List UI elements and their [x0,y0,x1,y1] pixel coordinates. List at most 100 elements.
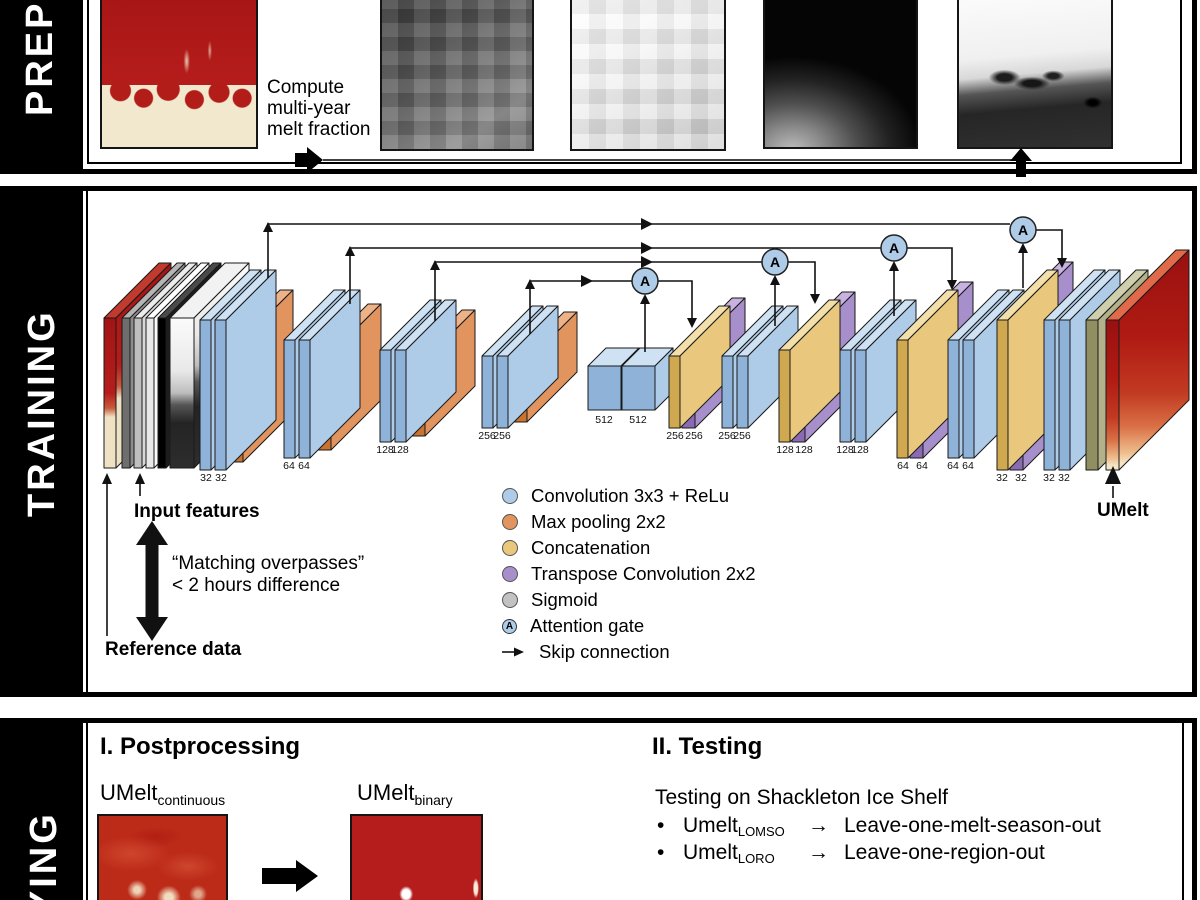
arrowhead-down [1057,258,1067,268]
preprocessing-sidebar: PREPROCESSING [0,0,83,169]
layer-slab-face [587,365,622,411]
layer-size-label: 256 [493,430,511,442]
testing-bullet-lomso: • UmeltLOMSO → Leave-one-melt-season-out [657,814,1200,840]
umelt-binary-image [350,814,483,900]
layer-size-label: 64 [962,460,974,472]
umelt-binary-label: UMeltbinary [357,780,453,808]
legend-item-sigmoid: Sigmoid [502,589,598,611]
layer-size-label: 128 [776,444,794,456]
attention-gate-letter: A [889,240,899,256]
layer-slab-face [379,349,392,443]
layer-slab-face [947,339,960,459]
layer-size-label: 128 [376,444,394,456]
testing-bullet-loro: • UmeltLORO → Leave-one-region-out [657,841,1200,867]
postprocessing-title: I. Postprocessing [100,733,301,760]
layer-size-label: 64 [916,460,928,472]
attention-gate-icon [1009,216,1037,244]
arrowhead-up [1105,466,1121,484]
attention-gate-icon [631,267,659,295]
convolution-swatch-icon [502,488,518,504]
layer-size-label: 256 [478,430,496,442]
legend-item-attention-gate: A Attention gate [502,615,644,637]
layer-size-label: 256 [685,430,703,442]
umelt-continuous-label: UMeltcontinuous [100,780,226,808]
arrowhead-up [889,261,899,271]
arrowhead-up [525,279,535,289]
arrow-right-icon: → [808,814,829,837]
feature-image-light-mosaic [570,0,726,151]
layer-size-label: 64 [897,460,909,472]
layer-slab-face [621,365,656,411]
arrowhead-down [810,294,820,304]
layer-slab-face [481,355,494,429]
matching-overpasses-double-arrow [136,521,168,641]
skip-connection-arrow-icon [502,647,524,657]
layer-size-label: 32 [996,472,1008,484]
layer-slab-face [133,317,143,469]
layer-slab-face [854,349,867,443]
layer-size-label: 128 [836,444,854,456]
attention-gate-letter: A [770,254,780,270]
layer-size-label: 256 [718,430,736,442]
layer-slab-face [103,317,117,469]
preprocessing-sidebar-label: PREPROCESSING [19,0,61,116]
layer-slab-face [214,319,227,471]
legend-item-transpose-convolution: Transpose Convolution 2x2 [502,563,756,585]
attention-gate-letter: A [640,273,650,289]
attention-output-line-4 [658,280,693,324]
arrowhead-up [345,246,355,256]
arrow-right-icon: → [808,841,829,864]
layer-slab-face [283,339,296,459]
sigmoid-swatch-icon [502,592,518,608]
umelt-output-label: UMelt [1097,500,1149,521]
layer-slab-face [736,355,749,429]
layer-size-label: 32 [200,472,212,484]
arrowhead-down [947,280,957,290]
layer-slab-face [145,317,155,469]
right-arrow-icon [295,147,323,173]
layer-slab-face [996,319,1009,471]
layer-slab-face [169,317,195,469]
arrowhead-right [641,218,653,230]
testing-intro: Testing on Shackleton Ice Shelf [655,786,949,809]
attention-gates: A A A A [631,216,1037,295]
layer-slab-face [839,349,852,443]
attention-output-line-1 [1036,229,1063,264]
attention-gate-swatch-icon: A [502,618,517,634]
feature-image-dark-mosaic [380,0,534,151]
feature-image-smooth-dark [763,0,918,149]
layer-size-label: 512 [595,414,613,426]
layer-slab-face [394,349,407,443]
compute-melt-fraction-caption: Compute multi-year melt fraction [267,77,371,140]
preprocessing-flow-arrows [295,147,1032,177]
layer-slab-face [1105,319,1120,471]
attention-gate-letter: A [1018,222,1028,238]
layer-slab-face [121,317,131,469]
layer-size-label: 256 [733,430,751,442]
arrowhead-right [581,275,593,287]
arrowhead-up [263,222,273,232]
arrowhead-up [640,294,650,304]
arrowhead-down [687,318,697,328]
layer-size-label: 64 [947,460,959,472]
layer-size-label: 128 [851,444,869,456]
lomso-description: Leave-one-melt-season-out [844,814,1101,837]
layer-slab-face [157,317,167,469]
arrowhead-up [770,275,780,285]
attention-gate-icon [761,248,789,276]
umelt-lomso-label: UmeltLOMSO [683,814,785,839]
layer-slab-face [896,339,909,459]
max-pooling-swatch-icon [502,514,518,530]
legend-item-skip-connection: Skip connection [502,641,670,663]
training-content-border [86,191,88,692]
testing-title: II. Testing [652,733,763,760]
layer-slab-face [778,349,791,443]
layer-slab-face [668,355,681,429]
applying-sidebar: APPLYING [0,718,83,900]
melt-classification-image [100,0,258,149]
umelt-loro-label: UmeltLORO [683,841,775,866]
layer-slab-face [496,355,509,429]
umelt-continuous-image [97,814,228,900]
layer-slab-face [1043,319,1056,471]
